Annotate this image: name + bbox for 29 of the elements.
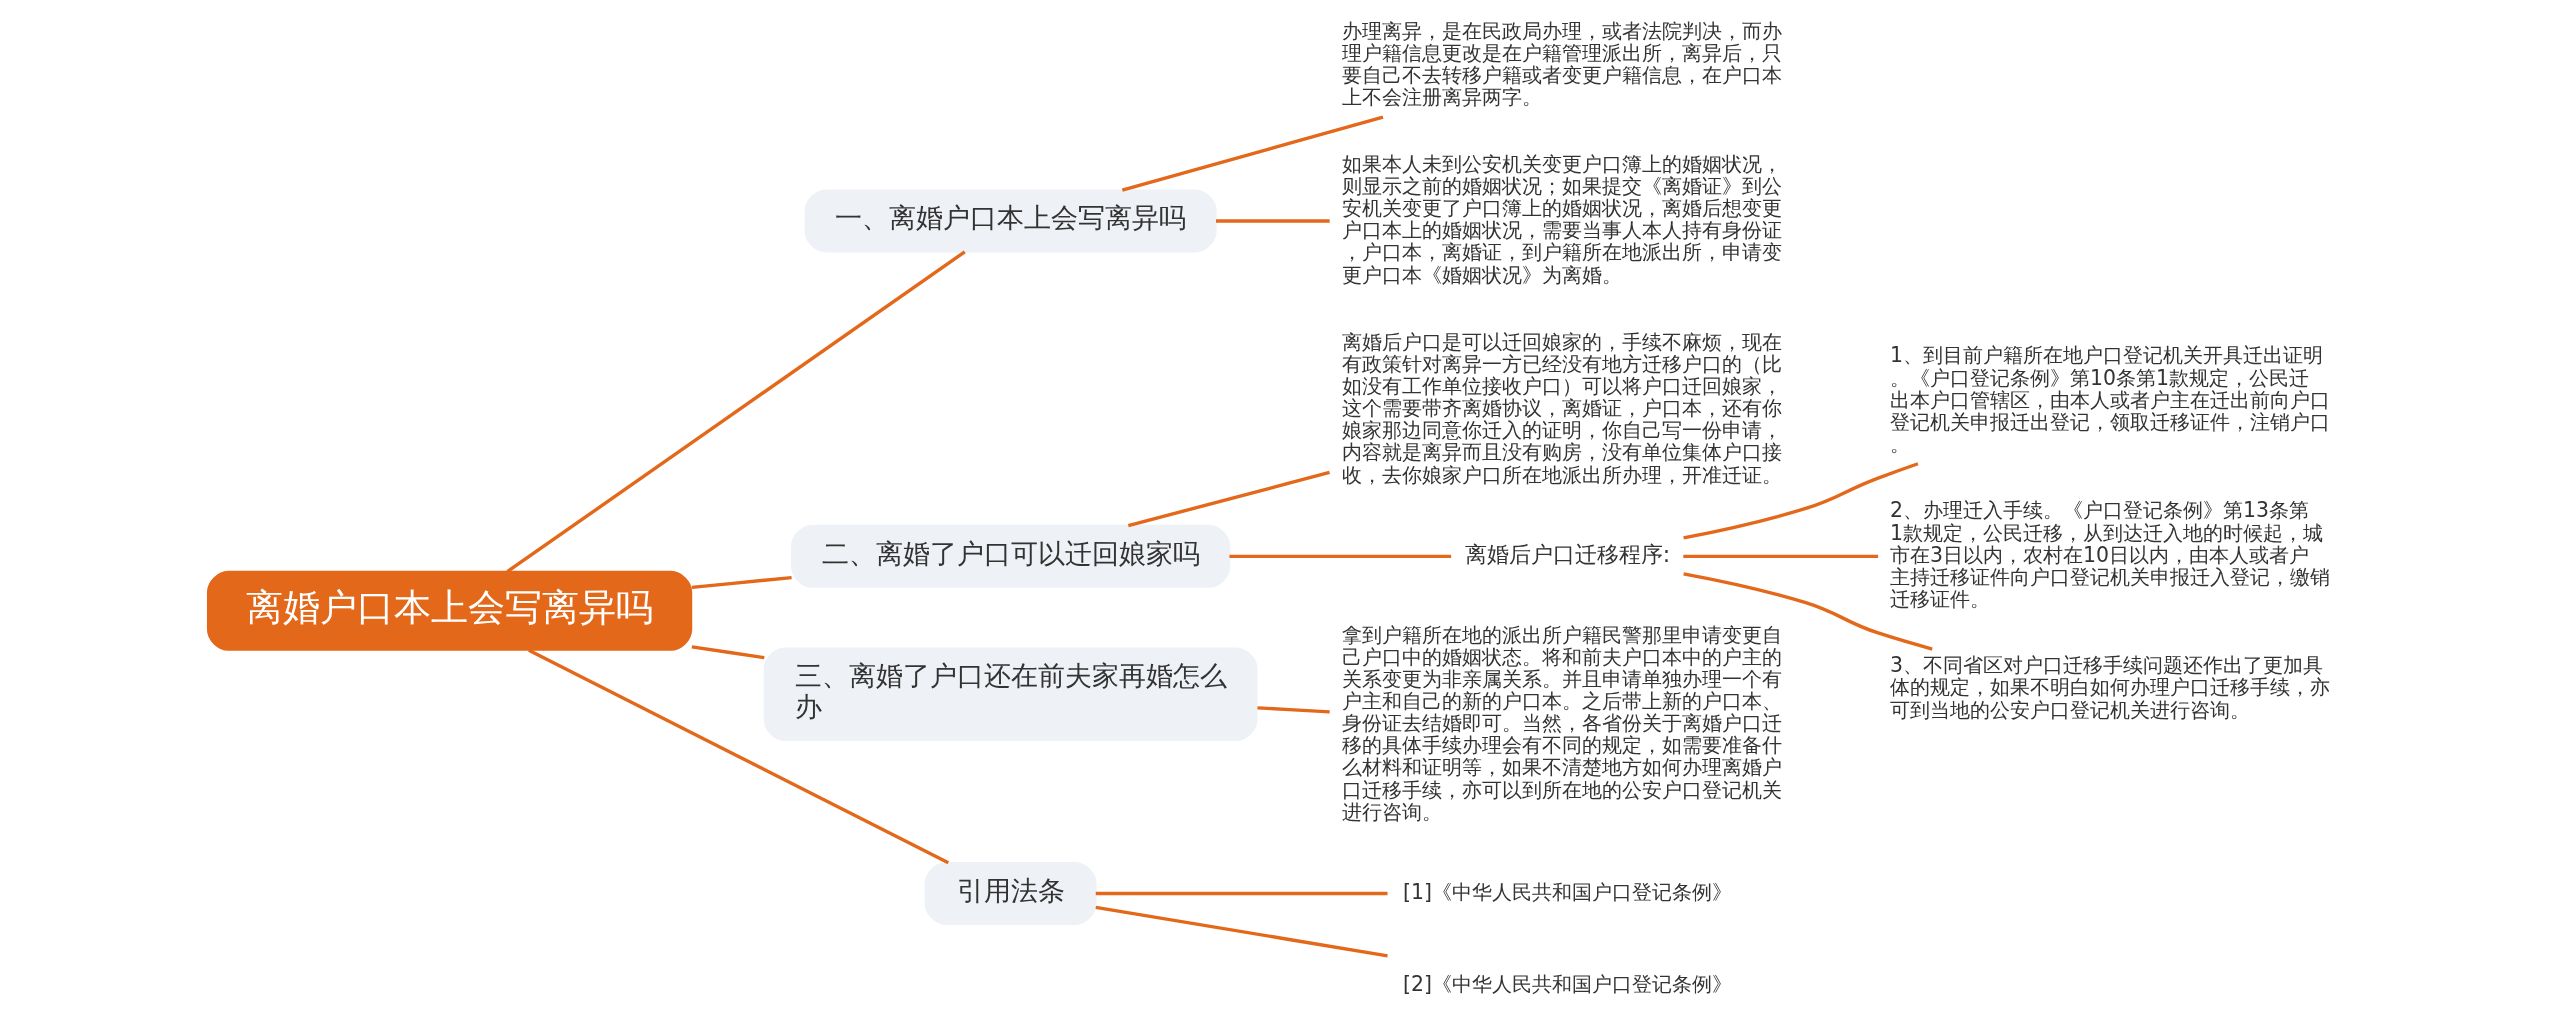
node-text: 离婚后户口是可以迁回娘家的，手续不麻烦，现在有政策针对离异一方已经没有地方迁移户口的（比如没有工作单位接收户口）可以将户口迁回娘家，这个需要带齐离婚协议，离婚证，户口本，还有你娘家那边同意你迁入的证明，你自己写一份申请，内容就是离异而且没有购房，没有单位集体户口接收，去你娘家户口所在地派出所办理，开准迁证。 [1341,329,1782,487]
node-box: 一、离婚户口本上会写离异吗 [804,189,1217,253]
connector [505,250,966,574]
node-box: 引用法条 [924,862,1097,925]
node-text: 2、办理迁入手续。《户口登记条例》第13条第1款规定，公民迁移，从到达迁入地的时候起，城市在3日以内，农村在10日以内，由本人或者户主持迁移证件向户口登记机关申报迁入登记，缴销迁移证件。 [1889,498,2330,611]
connector [1228,554,1451,559]
connector [1127,470,1330,528]
connector [691,645,765,660]
node-text: 办理离异，是在民政局办理，或者法院判决，而办理户籍信息更改是在户籍管理派出所，离异后，只要自己不去转移户籍或者变更户籍信息，在户口本上不会注册离异两字。 [1341,19,1782,110]
node-text: 离婚后户口迁移程序: [1464,541,1670,568]
node-box: 二、离婚了户口可以迁回娘家吗 [790,524,1230,588]
node-text: [1]《中华人民共和国户口登记条例》 [1402,879,1732,904]
connector [691,575,792,590]
connector [1095,891,1388,896]
node-text: 如果本人未到公安机关变更户口簿上的婚姻状况，则显示之前的婚姻状况；如果提交《离婚证》到公安机关变更了户口簿上的婚姻状况，离婚后想变更户口本上的婚姻状况，需要当事人本人持有身份证，户口本，离婚证，到户籍所在地派出所，申请变更户口本《婚姻状况》为离婚。 [1341,151,1782,287]
node-text: 1、到目前户籍所在地户口登记机关开具迁出证明。《户口登记条例》第10条第1款规定，公民迁出本户口管辖区，由本人或者户主在迁出前向户口登记机关申报迁出登记，领取迁移证件，注销户口。 [1889,343,2330,456]
node-box: 离婚户口本上会写离异吗 [206,570,692,651]
connector [1682,572,1933,651]
connector [1682,554,1878,559]
connector [1095,905,1388,958]
node-text: [2]《中华人民共和国户口登记条例》 [1402,971,1732,996]
node-text: 拿到户籍所在地的派出所户籍民警那里申请变更自己户口中的婚姻状态。将和前夫户口本中的户主的关系变更为非亲属关系。并且申请单独办理一个有户主和自己的新的户口本。之后带上新的户口本、身份证去结婚即可。当然，各省份关于离婚户口迁移的具体手续办理会有不同的规定，如需要准备什么材料和证明等，如果不清楚地方如何办理离婚户口迁移手续，亦可以到所在地的公安户口登记机关进行咨询。 [1341,622,1782,824]
connector [1121,115,1383,192]
node-box: 三、离婚了户口还在前夫家再婚怎么办 [763,647,1257,742]
connector [1215,219,1330,223]
connector [1256,706,1330,714]
connector [1682,462,1918,540]
node-text: 3、不同省区对户口迁移手续问题还作出了更加具体的规定，如果不明白如何办理户口迁移手续，亦可到当地的公安户口登记机关进行咨询。 [1889,653,2330,722]
connector [527,648,949,865]
